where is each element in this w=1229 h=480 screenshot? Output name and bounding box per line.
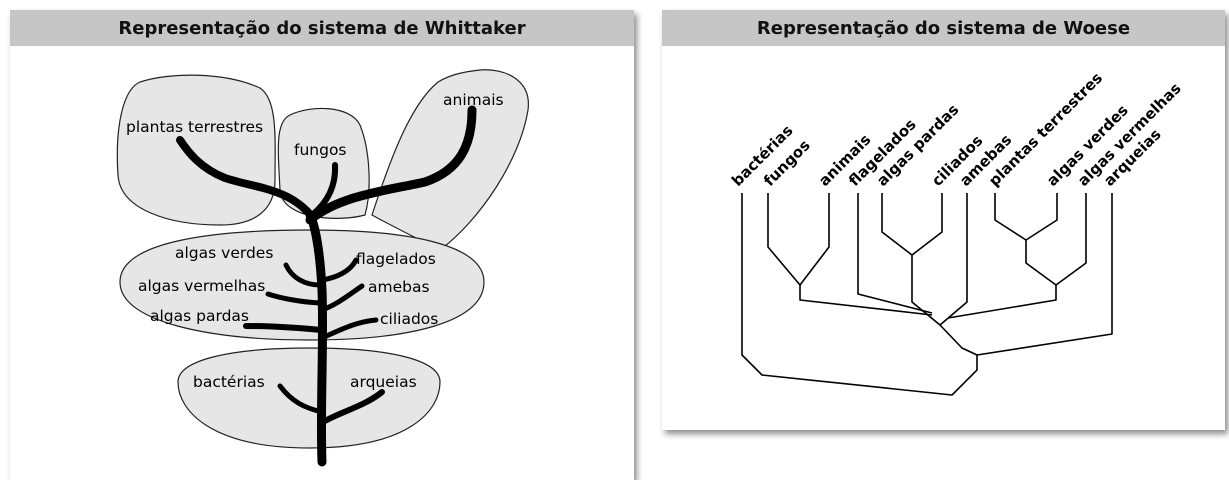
edge-plantas-algasverdes bbox=[994, 193, 1058, 241]
edge-fungosanimais-join bbox=[799, 285, 933, 316]
label-algas-pardas: algas pardas bbox=[150, 307, 249, 325]
edge-eukaryota-plants bbox=[947, 285, 1057, 319]
region-plantas bbox=[116, 74, 276, 226]
label-amebas: amebas bbox=[368, 278, 430, 296]
region-protistas bbox=[119, 229, 485, 341]
branch-plantas bbox=[176, 136, 317, 222]
woese-tree: bactérias fungos animais flagelados alga… bbox=[728, 69, 1185, 396]
branch-flagelados bbox=[319, 257, 359, 283]
edge-eukaryota-root bbox=[939, 324, 978, 356]
region-monera bbox=[177, 347, 441, 449]
label-fungos: fungos bbox=[294, 141, 347, 159]
branch-arqueias bbox=[320, 389, 385, 425]
branch-amebas bbox=[319, 283, 365, 313]
whittaker-diagram: plantas terrestres fungos animais algas … bbox=[116, 69, 529, 467]
region-fungos bbox=[277, 107, 370, 219]
edge-arqueias bbox=[976, 193, 1113, 356]
branch-algas-verdes bbox=[283, 262, 323, 288]
edge-plantasverdes-vermelhas bbox=[1025, 193, 1087, 286]
label-bacterias: bactérias bbox=[193, 373, 265, 391]
label-animais: animais bbox=[443, 91, 504, 109]
edge-fungos-animais bbox=[767, 193, 830, 286]
woese-title: Representação do sistema de Woese bbox=[662, 10, 1225, 46]
branch-ciliados bbox=[319, 317, 379, 341]
branch-algas-pardas bbox=[243, 323, 324, 333]
label-arqueias: arqueias bbox=[350, 373, 417, 391]
edge-algas-amebas bbox=[911, 193, 968, 326]
label-ciliados: ciliados bbox=[380, 310, 438, 328]
edge-flagelados bbox=[857, 193, 933, 314]
edge-algaspardas-ciliados bbox=[881, 193, 943, 256]
label-algas-verdes: algas verdes bbox=[175, 244, 273, 262]
region-animais bbox=[371, 69, 529, 251]
label-algas-vermelhas: algas vermelhas bbox=[138, 277, 265, 295]
branch-animais bbox=[305, 105, 477, 225]
woese-panel: Representação do sistema de Woese bactér… bbox=[662, 10, 1225, 430]
branch-bacterias bbox=[277, 383, 325, 415]
edge-bacterias-root bbox=[741, 193, 978, 396]
whittaker-panel: Representação do sistema de Whittaker bbox=[10, 10, 634, 480]
branch-algas-vermelhas bbox=[265, 291, 323, 306]
label-flagelados: flagelados bbox=[356, 250, 436, 268]
whittaker-title: Representação do sistema de Whittaker bbox=[10, 10, 634, 46]
label-plantas-terrestres: plantas terrestres bbox=[126, 118, 263, 136]
